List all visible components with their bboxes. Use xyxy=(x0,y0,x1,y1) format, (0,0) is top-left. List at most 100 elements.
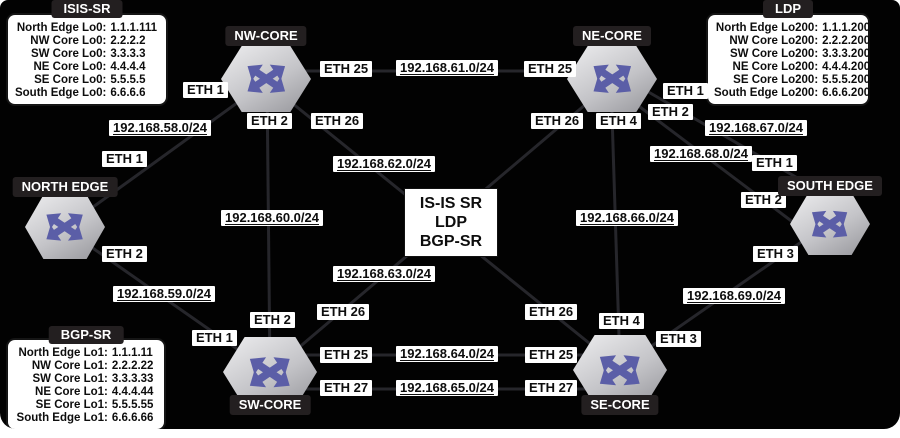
legend-entry-label: North Edge Lo0: xyxy=(16,22,107,34)
router-se-core: SE-CORE xyxy=(573,335,667,415)
eth-label-se-eth25: ETH 25 xyxy=(525,347,578,363)
router-ne-core-label: NE-CORE xyxy=(573,26,651,46)
eth-label-nw-eth2: ETH 2 xyxy=(247,113,292,129)
subnet-label-61: 192.168.61.0/24 xyxy=(396,60,498,76)
crossed-arrows-icon xyxy=(41,206,89,248)
router-ne-core: NE-CORE xyxy=(567,26,657,112)
legend-entry-label: SE Core Lo1: xyxy=(35,399,108,411)
legend-bgp-sr-title: BGP-SR xyxy=(48,326,124,344)
router-north-edge-label: NORTH EDGE xyxy=(12,177,118,197)
legend-entry-label: North Edge Lo1: xyxy=(18,347,108,359)
subnet-label-63: 192.168.63.0/24 xyxy=(333,266,435,282)
legend-entry-value: 3.3.3.200 xyxy=(822,48,871,60)
subnet-label-58: 192.168.58.0/24 xyxy=(109,120,211,136)
eth-label-north-eth2: ETH 2 xyxy=(102,246,147,262)
eth-label-se-eth4: ETH 4 xyxy=(599,313,644,329)
eth-label-sw-eth1: ETH 1 xyxy=(192,330,237,346)
legend-ldp-title: LDP xyxy=(763,0,813,18)
eth-label-ne-eth1: ETH 1 xyxy=(663,83,708,99)
legend-entry-value: 4.4.4.200 xyxy=(822,61,871,73)
router-icon xyxy=(25,195,105,259)
subnet-label-68: 192.168.68.0/24 xyxy=(650,146,752,162)
legend-isis-sr-title: ISIS-SR xyxy=(51,0,123,18)
legend-entry-value: 1.1.1.200 xyxy=(822,22,871,34)
eth-label-ne-eth26: ETH 26 xyxy=(531,113,584,129)
legend-entry-value: 6.6.6.6 xyxy=(110,87,146,99)
protocols-line: IS-IS SR xyxy=(419,195,483,212)
protocols-line: LDP xyxy=(435,214,467,231)
eth-label-north-eth1: ETH 1 xyxy=(102,151,147,167)
legend-entry-value: 5.5.5.5 xyxy=(110,74,146,86)
eth-label-ne-eth25: ETH 25 xyxy=(524,61,577,77)
legend-entry-label: SW Core Lo200: xyxy=(729,48,819,60)
subnet-label-69: 192.168.69.0/24 xyxy=(683,288,785,304)
legend-entry-value: 5.5.5.55 xyxy=(111,399,154,411)
eth-label-se-eth27: ETH 27 xyxy=(525,380,578,396)
link-northedge-nwcore xyxy=(63,80,267,230)
router-north-edge: NORTH EDGE xyxy=(12,177,118,259)
legend-entry-label: NE Core Lo200: xyxy=(732,61,819,73)
subnet-label-66: 192.168.66.0/24 xyxy=(576,210,678,226)
eth-label-sw-eth27: ETH 27 xyxy=(320,380,373,396)
eth-label-se-eth3: ETH 3 xyxy=(656,331,701,347)
legend-entry-label: South Edge Lo200: xyxy=(714,87,819,99)
legend-entry-value: 3.3.3.3 xyxy=(110,48,146,60)
router-south-edge-label: SOUTH EDGE xyxy=(778,176,882,196)
subnet-label-60: 192.168.60.0/24 xyxy=(221,210,323,226)
router-se-core-label: SE-CORE xyxy=(581,395,659,415)
legend-entry-value: 4.4.4.44 xyxy=(111,386,154,398)
legend-entry-label: NW Core Lo1: xyxy=(31,360,108,372)
legend-entry-label: SW Core Lo1: xyxy=(32,373,108,385)
legend-entry-label: SW Core Lo0: xyxy=(30,48,107,60)
protocols-box: IS-IS SR LDP BGP-SR xyxy=(404,188,498,257)
eth-label-sw-eth25: ETH 25 xyxy=(320,347,373,363)
subnet-label-65: 192.168.65.0/24 xyxy=(396,380,498,396)
router-sw-core-label: SW-CORE xyxy=(229,395,311,415)
eth-label-ne-eth2: ETH 2 xyxy=(648,104,693,120)
legend-entry-label: NW Core Lo0: xyxy=(30,35,107,47)
router-icon xyxy=(567,46,657,112)
router-nw-core-label: NW-CORE xyxy=(225,26,307,46)
legend-entry-value: 2.2.2.22 xyxy=(111,360,154,372)
eth-label-se-eth26: ETH 26 xyxy=(525,304,578,320)
subnet-label-62: 192.168.62.0/24 xyxy=(333,156,435,172)
crossed-arrows-icon xyxy=(244,349,296,395)
router-sw-core: SW-CORE xyxy=(223,337,317,415)
legend-entry-label: South Edge Lo0: xyxy=(14,87,107,99)
legend-ldp: LDP North Edge Lo200:1.1.1.200 NW Core L… xyxy=(708,0,871,104)
eth-label-nw-eth26: ETH 26 xyxy=(311,113,364,129)
legend-entry-label: SE Core Lo200: xyxy=(733,74,819,86)
legend-bgp-sr: BGP-SR North Edge Lo1:1.1.1.11 NW Core L… xyxy=(8,326,164,429)
legend-entry-value: 6.6.6.66 xyxy=(111,412,154,424)
router-icon xyxy=(573,335,667,405)
link-necore-southedge-b xyxy=(635,102,807,234)
diagram-panel: NW-CORE NE-CORE NORTH EDGE SOUTH EDGE SW… xyxy=(0,0,900,429)
eth-label-south-eth1: ETH 1 xyxy=(752,155,797,171)
eth-label-sw-eth26: ETH 26 xyxy=(317,304,370,320)
subnet-label-67: 192.168.67.0/24 xyxy=(705,120,807,136)
legend-entry-value: 1.1.1.11 xyxy=(111,347,153,359)
eth-label-nw-eth25: ETH 25 xyxy=(320,61,373,77)
crossed-arrows-icon xyxy=(241,58,291,100)
legend-entry-value: 2.2.2.200 xyxy=(822,35,871,47)
legend-entry-label: North Edge Lo200: xyxy=(715,22,819,34)
legend-entry-value: 2.2.2.2 xyxy=(110,35,146,47)
crossed-arrows-icon xyxy=(807,204,853,244)
crossed-arrows-icon xyxy=(594,347,646,393)
legend-entry-value: 3.3.3.33 xyxy=(111,373,154,385)
subnet-label-64: 192.168.64.0/24 xyxy=(396,346,498,362)
legend-entry-label: NE Core Lo1: xyxy=(35,386,108,398)
legend-entry-value: 4.4.4.4 xyxy=(110,61,146,73)
eth-label-nw-eth1: ETH 1 xyxy=(183,82,228,98)
router-icon xyxy=(790,193,870,255)
legend-ldp-body: North Edge Lo200:1.1.1.200 NW Core Lo200… xyxy=(708,15,871,104)
router-nw-core: NW-CORE xyxy=(221,26,311,112)
router-icon xyxy=(221,46,311,112)
legend-bgp-sr-body: North Edge Lo1:1.1.1.11 NW Core Lo1:2.2.… xyxy=(8,340,164,429)
crossed-arrows-icon xyxy=(587,58,637,100)
legend-entry-label: SE Core Lo0: xyxy=(34,74,107,86)
eth-label-sw-eth2: ETH 2 xyxy=(250,312,295,328)
legend-entry-value: 1.1.1.111 xyxy=(110,22,158,34)
eth-label-south-eth3: ETH 3 xyxy=(753,246,798,262)
